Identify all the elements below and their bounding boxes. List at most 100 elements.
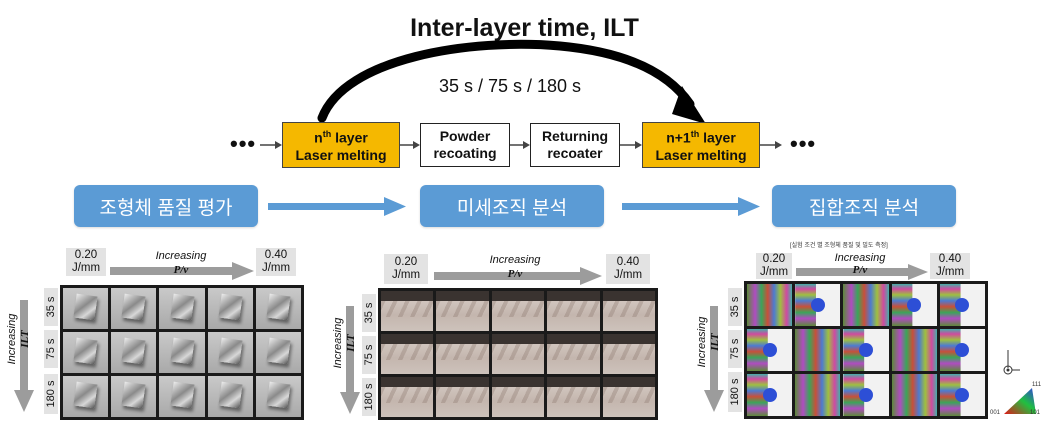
ebsd-map	[891, 329, 937, 371]
ipf-111-label: 111	[1032, 382, 1042, 388]
sample-image	[63, 376, 109, 417]
ebsd-map	[795, 374, 841, 416]
sample-image	[111, 332, 157, 373]
row-label-180s: 180 s	[45, 380, 57, 408]
row-label-75s: 75 s	[729, 338, 741, 360]
vertical-ilt-label: ILT	[19, 330, 31, 348]
micrograph	[547, 377, 600, 417]
row-label-35s: 35 s	[729, 296, 741, 318]
analysis-quality-evaluation: 조형체 품질 평가	[74, 185, 258, 227]
sample-image	[255, 288, 301, 329]
micrograph	[602, 377, 655, 417]
analysis-texture: 집합조직 분석	[772, 185, 956, 227]
sample-image	[159, 288, 205, 329]
sample-image	[255, 376, 301, 417]
process-dots-left: •••	[230, 131, 257, 156]
microstructure-grid	[378, 288, 658, 420]
analysis-microstructure: 미세조직 분석	[420, 185, 604, 227]
row-label-bg	[728, 288, 742, 326]
gray-arrow-right-icon	[110, 262, 254, 280]
micrograph	[602, 291, 655, 331]
flow-arrow-icon	[510, 141, 530, 149]
micrograph	[436, 291, 489, 331]
flow-arrow-icon	[400, 141, 420, 149]
step-nth-layer-laser-melting: nth layer Laser melting	[282, 122, 400, 168]
row-label-bg	[362, 378, 376, 416]
micrograph	[491, 334, 545, 374]
sample-image	[207, 376, 253, 417]
row-label-bg	[44, 288, 58, 326]
micrograph	[547, 291, 600, 331]
flow-arrow-icon	[760, 141, 782, 149]
pv-label: P/v	[173, 264, 189, 276]
micrograph	[547, 334, 600, 374]
ebsd-map-with-pole-figure	[747, 374, 793, 416]
row-label-bg	[44, 330, 58, 368]
gray-arrow-down-icon	[14, 300, 34, 412]
ipf-001-label: 001	[990, 410, 1001, 416]
gray-arrow-right-icon	[434, 267, 602, 285]
micrograph	[381, 377, 434, 417]
ebsd-map-with-pole-figure	[843, 374, 889, 416]
flow-arrow-icon	[620, 141, 642, 149]
panel-caption: [실험 조건 별 조형체 품질 및 밀도 측정]	[790, 243, 888, 249]
vertical-increasing-label: Increasing	[332, 317, 344, 369]
row-label-35s: 35 s	[363, 302, 375, 324]
ebsd-map-with-pole-figure	[939, 329, 985, 371]
increasing-label: Increasing	[155, 250, 207, 262]
row-label-75s: 75 s	[45, 338, 57, 360]
ebsd-map-with-pole-figure	[939, 374, 985, 416]
micrograph	[436, 377, 489, 417]
pv-label: P/v	[507, 268, 523, 280]
ebsd-map-with-pole-figure	[939, 284, 985, 326]
sample-image	[159, 332, 205, 373]
blue-arrow-icon	[622, 197, 760, 216]
pv-label: P/v	[852, 264, 868, 276]
row-label-180s: 180 s	[729, 378, 741, 406]
micrograph	[602, 334, 655, 374]
step-n1th-layer-laser-melting: n+1th layer Laser melting	[642, 122, 760, 168]
ipf-101-label: 101	[1030, 410, 1041, 416]
sample-image	[63, 288, 109, 329]
ebsd-map	[843, 284, 889, 326]
ebsd-map	[891, 374, 937, 416]
row-label-180s: 180 s	[363, 383, 375, 411]
process-dots-right: •••	[790, 131, 817, 156]
quality-sample-grid	[60, 285, 304, 420]
diagram-title: Inter-layer time, ILT	[410, 14, 639, 42]
sample-image	[159, 376, 205, 417]
ebsd-map-with-pole-figure	[843, 329, 889, 371]
micrograph	[491, 291, 545, 331]
gray-arrow-down-icon	[340, 306, 360, 414]
sample-image	[207, 332, 253, 373]
flow-arrow-icon	[260, 141, 282, 149]
step-returning-recoater: Returning recoater	[530, 123, 620, 167]
sample-image	[63, 332, 109, 373]
vertical-ilt-label: ILT	[709, 333, 721, 351]
ebsd-map	[795, 329, 841, 371]
blue-arrow-icon	[268, 197, 406, 216]
micrograph	[491, 377, 545, 417]
row-label-bg	[362, 336, 376, 374]
row-label-bg	[362, 294, 376, 332]
row-label-bg	[44, 374, 58, 414]
vertical-increasing-label: Increasing	[696, 316, 708, 368]
ebsd-map-with-pole-figure	[747, 329, 793, 371]
row-label-bg	[728, 330, 742, 368]
micrograph	[381, 334, 434, 374]
vertical-increasing-label: Increasing	[6, 313, 18, 365]
sample-image	[111, 288, 157, 329]
step-powder-recoating: Powder recoating	[420, 123, 510, 167]
ilt-values: 35 s / 75 s / 180 s	[438, 76, 582, 96]
ebsd-map	[747, 284, 793, 326]
increasing-label: Increasing	[834, 252, 886, 264]
micrograph	[381, 291, 434, 331]
sample-axis-icon	[1003, 350, 1020, 375]
